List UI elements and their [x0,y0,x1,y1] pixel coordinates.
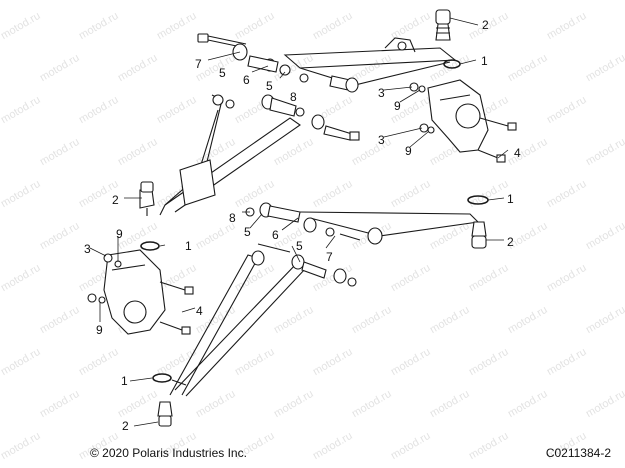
drawing-number: C0211384-2 [545,446,611,460]
ball-joint-right-bottom [471,221,487,249]
bushing-set-lower-front [251,243,357,287]
callout-9-top-right: 9 [394,99,401,113]
callout-5-top-mid: 5 [266,79,273,93]
callout-2-bottom: 2 [122,419,129,433]
callout-8-top: 8 [290,90,297,104]
callout-9-left-top: 9 [116,227,123,241]
callout-2-right-mid: 2 [507,235,514,249]
callout-8-mid: 8 [229,211,236,225]
ball-joint-bottom [157,401,173,427]
callout-3-mid-right: 3 [378,133,385,147]
callout-5-top-left: 5 [219,66,226,80]
callout-6-mid: 6 [272,228,279,242]
callout-5-mid-right: 5 [296,239,303,253]
upper-a-arm-top [283,37,457,86]
callout-4-right: 4 [514,146,521,160]
bolts-spindle-left [159,281,194,335]
ring-bottom [152,373,172,383]
lower-a-arm-top [159,94,301,216]
callout-4-left: 4 [196,304,203,318]
bushing-set-front [245,202,383,245]
nuts-left [87,253,122,304]
spindle-right [427,79,489,153]
bolt-top-left [197,33,247,49]
callout-1-left-mid: 1 [185,239,192,253]
callout-2-left-top: 2 [112,193,119,207]
callout-5-mid-left: 5 [244,225,251,239]
bolts-spindle-right [477,117,517,163]
callout-9-mid-right: 9 [405,144,412,158]
ring-right-bottom [467,195,489,205]
ring-top-right [443,59,461,69]
bushing-set-middle [261,94,360,141]
callout-1-top-right: 1 [481,54,488,68]
callout-3-left: 3 [84,242,91,256]
callout-1-bottom: 1 [121,374,128,388]
callout-7-top: 7 [195,57,202,71]
lower-a-arm-bottom [169,254,307,397]
callout-3-top-right: 3 [378,86,385,100]
callout-6-top: 6 [243,73,250,87]
callout-2-top-right: 2 [482,18,489,32]
ball-joint-left-top [139,181,155,216]
callout-7-mid: 7 [326,250,333,264]
callout-9-left-bottom: 9 [96,323,103,337]
ring-left-mid [140,241,160,251]
spindle-left [103,249,166,335]
ball-joint-top-right [435,9,451,41]
leader-lines [89,17,509,427]
callout-1-right-mid: 1 [507,192,514,206]
bushing-right-top [329,75,359,93]
copyright-text: © 2020 Polaris Industries Inc. [90,446,247,460]
